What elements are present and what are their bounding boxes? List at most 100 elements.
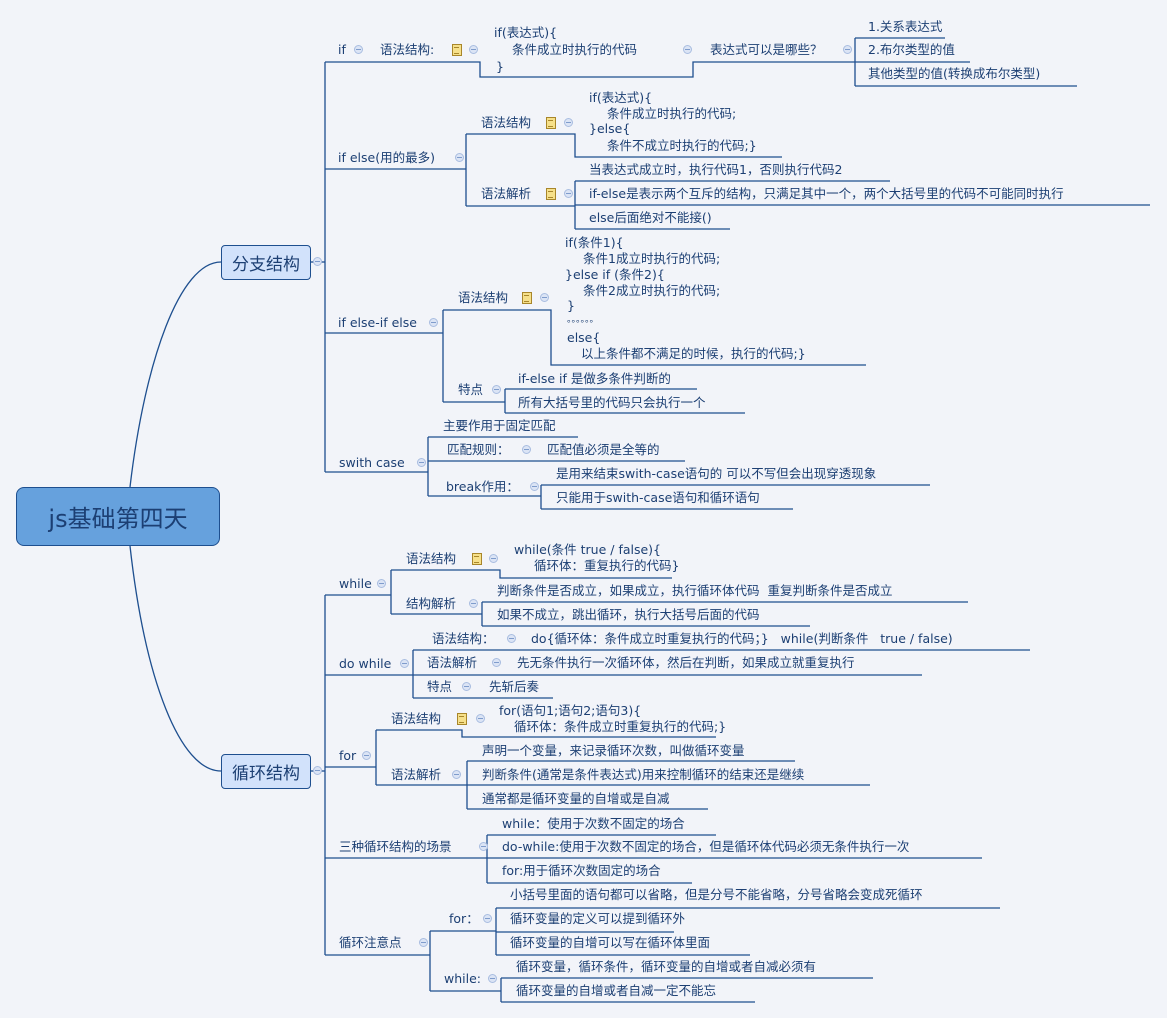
topic-if-elseif[interactable]: if else-if else [338, 315, 417, 330]
topic-item[interactable]: 循环变量的自增或者自减一定不能忘 [516, 983, 717, 998]
collapse-icon[interactable] [400, 659, 409, 668]
note-icon[interactable] [546, 117, 556, 129]
topic-item[interactable]: 循环变量的自增可以写在循环体里面 [510, 935, 711, 950]
collapse-icon[interactable] [469, 45, 478, 54]
collapse-icon[interactable] [564, 189, 573, 198]
code-line[interactable]: 循环体：重复执行的代码} [534, 558, 680, 573]
topic-switch[interactable]: swith case [339, 455, 405, 470]
main-topic-loop[interactable]: 循环结构 [221, 754, 311, 789]
collapse-icon[interactable] [354, 45, 363, 54]
code-line[interactable]: else{ [567, 330, 601, 345]
code-line[interactable]: }else{ [589, 121, 631, 136]
topic-for[interactable]: for [339, 748, 357, 763]
collapse-icon[interactable] [489, 554, 498, 563]
note-icon[interactable] [457, 713, 467, 725]
collapse-icon[interactable] [429, 318, 438, 327]
collapse-icon[interactable] [417, 458, 426, 467]
topic-item[interactable]: 主要作用于固定匹配 [443, 418, 556, 433]
topic-item[interactable]: 判断条件是否成立，如果成立，执行循环体代码 重复判断条件是否成立 [497, 583, 893, 598]
code-line[interactable]: 条件成立时执行的代码; [607, 106, 737, 121]
code-line[interactable]: } [567, 298, 575, 313]
code-line[interactable]: if(条件1){ [565, 235, 624, 250]
collapse-icon[interactable] [483, 914, 492, 923]
code-line[interactable]: if(表达式){ [494, 25, 558, 40]
collapse-icon[interactable] [313, 766, 322, 775]
topic-answer[interactable]: 2.布尔类型的值 [868, 42, 955, 57]
topic-while[interactable]: while [339, 576, 372, 591]
topic-rule[interactable]: 匹配规则： [447, 442, 510, 457]
collapse-icon[interactable] [479, 842, 488, 851]
topic-break[interactable]: break作用： [446, 479, 519, 494]
code-line[interactable]: 条件不成立时执行的代码;} [607, 138, 757, 153]
topic-item[interactable]: 小括号里面的语句都可以省略，但是分号不能省略，分号省略会变成死循环 [510, 887, 923, 902]
topic-notes-for[interactable]: for： [449, 911, 479, 926]
note-icon[interactable] [546, 188, 556, 200]
code-line[interactable]: 条件1成立时执行的代码; [583, 251, 721, 266]
topic-feature[interactable]: 特点 [427, 679, 453, 694]
topic-analysis[interactable]: 结构解析 [406, 596, 457, 611]
topic-item[interactable]: 当表达式成立时，执行代码1，否则执行代码2 [589, 162, 843, 177]
note-icon[interactable] [452, 44, 462, 56]
collapse-icon[interactable] [843, 45, 852, 54]
topic-item[interactable]: 所有大括号里的代码只会执行一个 [518, 395, 706, 410]
topic-if-question[interactable]: 表达式可以是哪些？ [710, 42, 823, 57]
collapse-icon[interactable] [564, 118, 573, 127]
code-line[interactable]: 条件成立时执行的代码 [512, 42, 638, 57]
topic-item[interactable]: 匹配值必须是全等的 [547, 442, 660, 457]
collapse-icon[interactable] [419, 938, 428, 947]
topic-notes[interactable]: 循环注意点 [339, 935, 402, 950]
topic-item[interactable]: 先斩后奏 [489, 679, 540, 694]
topic-item[interactable]: 声明一个变量，来记录循环次数，叫做循环变量 [482, 743, 745, 758]
collapse-icon[interactable] [462, 682, 471, 691]
note-icon[interactable] [472, 553, 482, 565]
topic-answer[interactable]: 1.关系表达式 [868, 19, 943, 34]
topic-analysis[interactable]: 语法解析 [391, 767, 442, 782]
topic-item[interactable]: 通常都是循环变量的自增或是自减 [482, 791, 670, 806]
code-line[interactable]: 循环体：条件成立时重复执行的代码;} [514, 719, 727, 734]
collapse-icon[interactable] [452, 770, 461, 779]
topic-item[interactable]: do-while:使用于次数不固定的场合，但是循环体代码必须无条件执行一次 [502, 839, 910, 854]
code-line[interactable]: 。。。。。。 [567, 315, 599, 325]
collapse-icon[interactable] [522, 445, 531, 454]
topic-item[interactable]: 循环变量，循环条件，循环变量的自增或者自减必须有 [516, 959, 817, 974]
topic-syntax[interactable]: 语法结构： [432, 631, 495, 646]
collapse-icon[interactable] [492, 658, 501, 667]
topic-item[interactable]: 如果不成立，跳出循环，执行大括号后面的代码 [497, 607, 760, 622]
topic-if-syntax[interactable]: 语法结构: [380, 42, 435, 57]
topic-do-while[interactable]: do while [339, 656, 392, 671]
code-line[interactable]: } [496, 59, 504, 74]
topic-item[interactable]: 判断条件(通常是条件表达式)用来控制循环的结束还是继续 [482, 767, 805, 782]
code-line[interactable]: 条件2成立时执行的代码; [583, 283, 721, 298]
collapse-icon[interactable] [488, 974, 497, 983]
topic-item[interactable]: do{循环体：条件成立时重复执行的代码；} while(判断条件 true / … [531, 631, 953, 646]
topic-feature[interactable]: 特点 [458, 382, 484, 397]
note-icon[interactable] [522, 292, 532, 304]
topic-syntax[interactable]: 语法结构 [391, 711, 442, 726]
code-line[interactable]: }else if (条件2){ [565, 267, 665, 282]
collapse-icon[interactable] [492, 385, 501, 394]
topic-item[interactable]: else后面绝对不能接() [589, 210, 712, 225]
code-line[interactable]: for(语句1;语句2;语句3){ [499, 703, 642, 718]
topic-syntax[interactable]: 语法结构 [458, 290, 509, 305]
collapse-icon[interactable] [469, 599, 478, 608]
topic-syntax[interactable]: 语法结构 [481, 115, 532, 130]
topic-if-else[interactable]: if else(用的最多) [338, 150, 435, 165]
collapse-icon[interactable] [507, 634, 516, 643]
topic-scenes[interactable]: 三种循环结构的场景 [339, 839, 452, 854]
topic-item[interactable]: if-else if 是做多条件判断的 [518, 371, 671, 386]
topic-analysis[interactable]: 语法解析 [427, 655, 478, 670]
topic-item[interactable]: 只能用于swith-case语句和循环语句 [556, 490, 760, 505]
topic-analysis[interactable]: 语法解析 [481, 186, 532, 201]
topic-syntax[interactable]: 语法结构 [406, 551, 457, 566]
collapse-icon[interactable] [530, 482, 539, 491]
collapse-icon[interactable] [683, 45, 692, 54]
collapse-icon[interactable] [540, 293, 549, 302]
topic-if[interactable]: if [338, 42, 346, 57]
code-line[interactable]: 以上条件都不满足的时候，执行的代码;} [581, 346, 806, 361]
collapse-icon[interactable] [362, 751, 371, 760]
topic-notes-while[interactable]: while: [444, 971, 481, 986]
topic-item[interactable]: while：使用于次数不固定的场合 [502, 816, 685, 831]
topic-item[interactable]: 是用来结束swith-case语句的 可以不写但会出现穿透现象 [556, 466, 877, 481]
code-line[interactable]: while(条件 true / false){ [514, 542, 662, 557]
topic-item[interactable]: 循环变量的定义可以提到循环外 [510, 911, 686, 926]
